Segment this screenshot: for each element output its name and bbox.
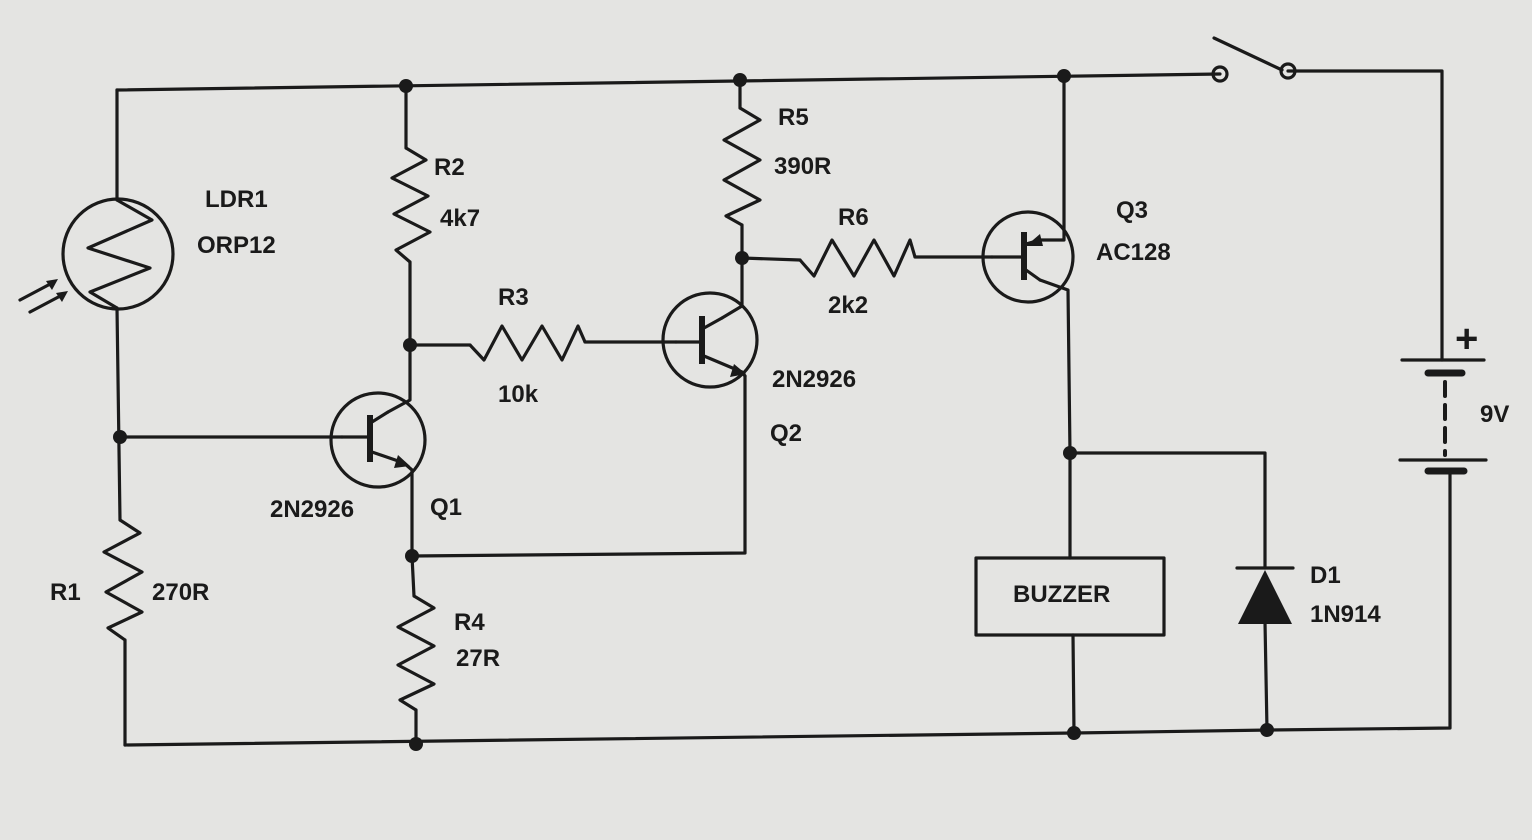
light-arrow bbox=[28, 292, 66, 314]
junction-dot bbox=[403, 338, 417, 352]
switch-terminal bbox=[1211, 65, 1229, 83]
buzzer-bottom-wire bbox=[1071, 633, 1076, 735]
q1-type-label: 2N2926 bbox=[270, 496, 354, 523]
light-arrowhead bbox=[56, 291, 68, 302]
junction-dot bbox=[409, 737, 423, 751]
labels: LDR1 ORP12 R2 4k7 R5 390R R6 2k2 Q3 AC12… bbox=[50, 104, 1509, 672]
light-arrowhead bbox=[46, 279, 58, 290]
junction-dot bbox=[1063, 446, 1077, 460]
ldr1-symbol bbox=[18, 197, 175, 314]
junction-dot bbox=[733, 73, 747, 87]
q3-type-label: AC128 bbox=[1096, 239, 1171, 266]
q3-collector-wire bbox=[1038, 278, 1072, 455]
r2-resistor bbox=[390, 146, 432, 264]
r4-value-label: 27R bbox=[456, 645, 500, 672]
d1-ref-label: D1 bbox=[1310, 562, 1341, 589]
q1-ref-label: Q1 bbox=[430, 494, 462, 521]
battery-voltage-label: 9V bbox=[1480, 401, 1509, 428]
q1-body bbox=[329, 391, 427, 489]
d1-type-label: 1N914 bbox=[1310, 601, 1381, 628]
r5-resistor bbox=[722, 106, 762, 227]
junction-dot bbox=[1260, 723, 1274, 737]
diode-bottom-wire bbox=[1263, 620, 1269, 732]
r4-ref-label: R4 bbox=[454, 609, 485, 636]
junction-dot bbox=[1067, 726, 1081, 740]
emitter-tie-wire bbox=[410, 374, 747, 558]
r1-value-label: 270R bbox=[152, 579, 209, 606]
r3-value-label: 10k bbox=[498, 381, 539, 408]
q3-collector-lead bbox=[1024, 268, 1042, 282]
battery-plus-label: + bbox=[1455, 317, 1478, 361]
battery-symbol bbox=[1398, 358, 1488, 475]
ldr1-ref-label: LDR1 bbox=[205, 186, 268, 213]
r1-resistor bbox=[102, 518, 144, 642]
ldr-zigzag bbox=[86, 198, 154, 310]
r5-ref-label: R5 bbox=[778, 104, 809, 131]
r6-left-wire bbox=[740, 256, 802, 262]
light-arrow bbox=[18, 280, 56, 302]
r6-resistor bbox=[798, 238, 917, 278]
junction-dot bbox=[405, 549, 419, 563]
q2-emitter-arrow bbox=[730, 364, 746, 377]
q3-emitter-wire bbox=[1038, 74, 1066, 242]
r3-ref-label: R3 bbox=[498, 284, 529, 311]
battery-top-wire bbox=[1286, 69, 1444, 362]
q2-transistor bbox=[661, 291, 759, 389]
diode-triangle bbox=[1238, 570, 1292, 624]
r2-ref-label: R2 bbox=[434, 154, 465, 181]
q2-type-label: 2N2926 bbox=[772, 366, 856, 393]
r6-value-label: 2k2 bbox=[828, 292, 868, 319]
buzzer-box bbox=[974, 556, 1166, 637]
junctions bbox=[113, 69, 1274, 751]
junction-dot bbox=[1057, 69, 1071, 83]
q1-collector-lead bbox=[370, 410, 390, 424]
switch-lever bbox=[1212, 36, 1284, 72]
r2-value-label: 4k7 bbox=[440, 205, 480, 232]
q3-emitter-arrow bbox=[1026, 234, 1043, 246]
junction-dot bbox=[735, 251, 749, 265]
q2-collector-wire bbox=[720, 256, 744, 320]
q1-transistor bbox=[329, 391, 427, 489]
buzzer-label: BUZZER bbox=[1013, 581, 1110, 608]
q2-collector-lead bbox=[702, 316, 724, 330]
q2-body bbox=[661, 291, 759, 389]
junction-dot bbox=[399, 79, 413, 93]
ldr-body bbox=[61, 197, 175, 311]
r4-resistor bbox=[396, 594, 436, 712]
switch-symbol bbox=[1211, 36, 1297, 83]
q1-emitter-arrow bbox=[394, 455, 410, 468]
r6-ref-label: R6 bbox=[838, 204, 869, 231]
d1-diode bbox=[1235, 566, 1295, 624]
r5-value-label: 390R bbox=[774, 153, 831, 180]
ldr-bottom-wire bbox=[115, 306, 122, 522]
q3-transistor bbox=[981, 210, 1075, 304]
q3-ref-label: Q3 bbox=[1116, 197, 1148, 224]
diode-top-wire bbox=[1068, 451, 1267, 570]
top-rail-wire bbox=[115, 72, 1222, 92]
r1-ref-label: R1 bbox=[50, 579, 81, 606]
r3-resistor bbox=[468, 324, 587, 362]
ldr1-type-label: ORP12 bbox=[197, 232, 276, 259]
q3-body bbox=[981, 210, 1075, 304]
junction-dot bbox=[113, 430, 127, 444]
q1-collector-wire bbox=[386, 343, 412, 414]
q2-ref-label: Q2 bbox=[770, 420, 802, 447]
